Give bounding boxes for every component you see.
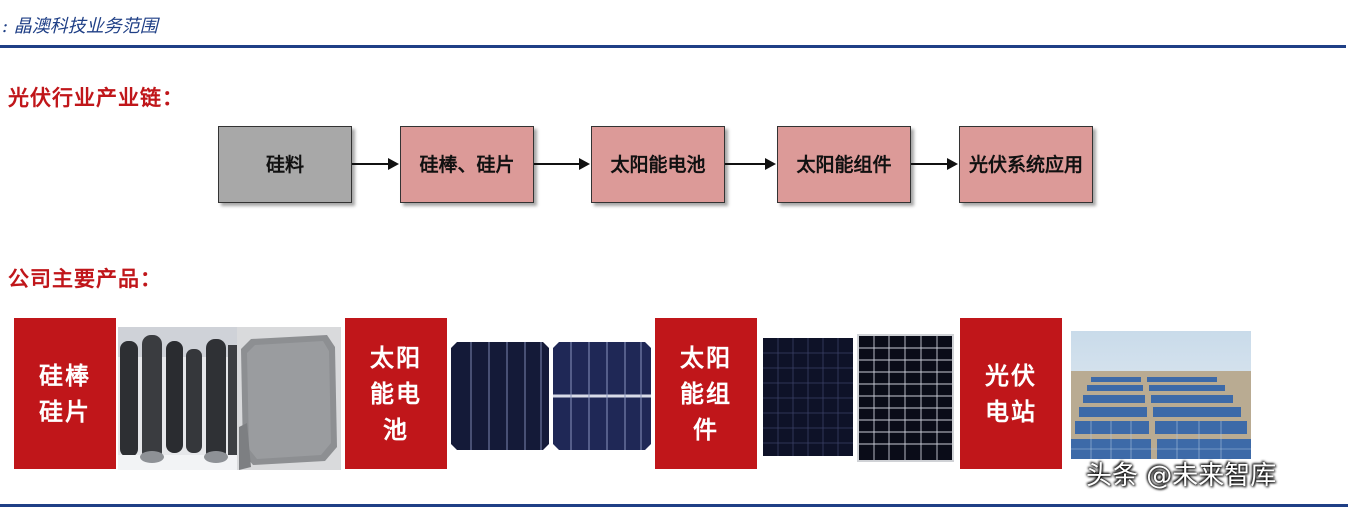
products-section-title: 公司主要产品： — [8, 263, 162, 293]
chain-section-title: 光伏行业产业链： — [8, 82, 184, 112]
header-divider — [0, 45, 1346, 48]
arrow-right-icon — [911, 154, 959, 174]
chain-step-solar-module: 太阳能组件 — [777, 126, 911, 203]
arrow-right-icon — [534, 154, 591, 174]
half-cut-solar-cell-photo — [553, 342, 651, 450]
silicon-ingot-photo — [118, 327, 238, 470]
product-label-solar-cell: 太阳能电池 — [345, 318, 447, 469]
solar-module-framed-photo — [857, 334, 954, 462]
product-label-pv-plant: 光伏电站 — [960, 318, 1062, 469]
solar-module-photo — [763, 338, 853, 456]
arrow-right-icon — [352, 154, 400, 174]
chain-step-ingot-wafer: 硅棒、硅片 — [400, 126, 534, 203]
report-header: : 晶澳科技业务范围 — [0, 0, 1348, 46]
chain-step-solar-cell: 太阳能电池 — [591, 126, 725, 203]
chain-step-silicon-material: 硅料 — [218, 126, 352, 203]
chain-step-pv-system: 光伏系统应用 — [959, 126, 1093, 203]
arrow-right-icon — [725, 154, 777, 174]
product-label-solar-module: 太阳能组件 — [655, 318, 757, 469]
silicon-wafer-photo — [237, 327, 341, 470]
product-label-ingot-wafer: 硅棒硅片 — [14, 318, 116, 469]
pv-plant-photo — [1071, 331, 1251, 459]
source-watermark: 头条 @未来智库 — [1086, 455, 1276, 492]
figure-caption: : 晶澳科技业务范围 — [2, 12, 158, 38]
solar-cell-photo — [451, 342, 549, 450]
